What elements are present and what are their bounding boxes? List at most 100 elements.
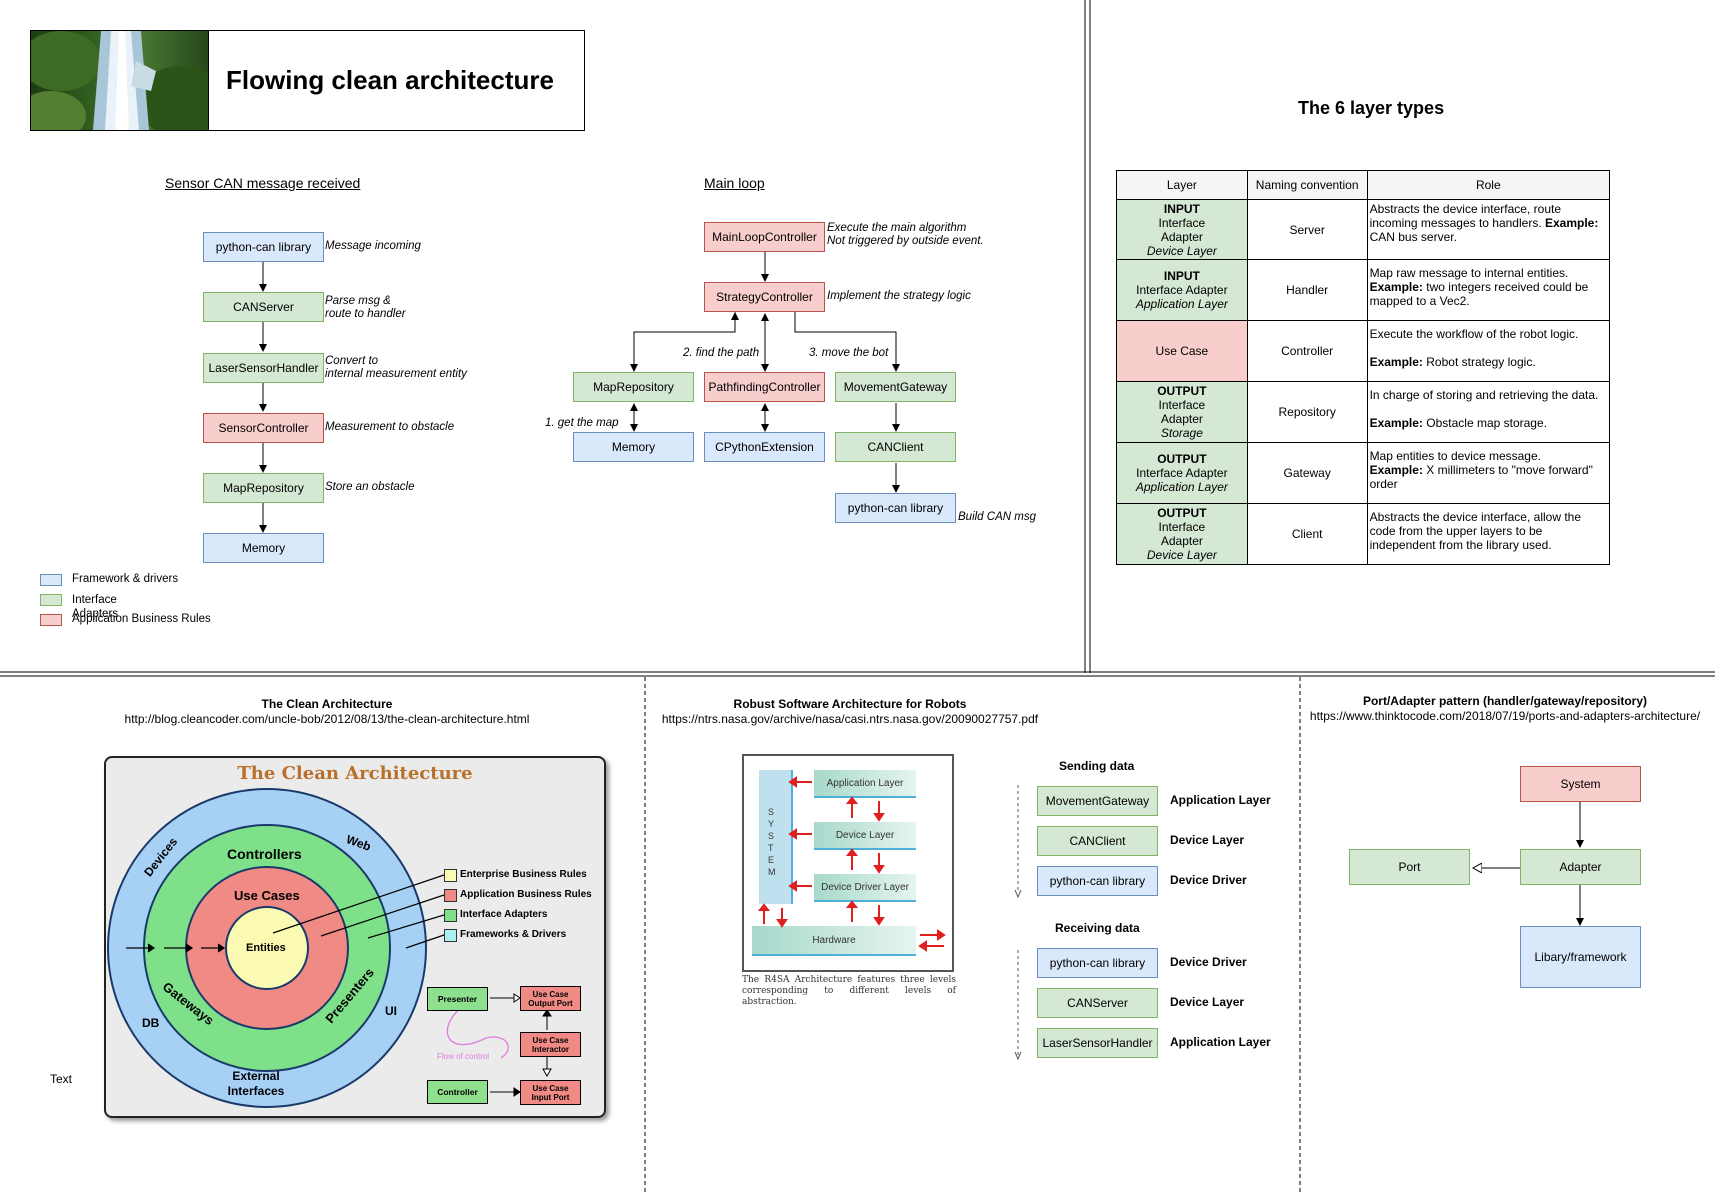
ring-label-external: External Interfaces [227, 1069, 285, 1098]
table-row: Use Case Controller Execute the workflow… [1116, 320, 1611, 382]
ring-label-db: DB [142, 1016, 160, 1030]
role-cell: Map raw message to internal entities.Exa… [1366, 259, 1611, 321]
ca-legend-0: Enterprise Business Rules [460, 869, 587, 880]
table-row: INPUT Interface Adapter Device Layer Ser… [1116, 199, 1611, 260]
ml-node-map-repo: MapRepository [573, 372, 694, 402]
ml-node-strategy: StrategyController [704, 282, 825, 312]
recv-layer-0: Device Driver [1170, 955, 1247, 969]
send-layer-1: Device Layer [1170, 833, 1245, 847]
ml-node-canclient: CANClient [835, 432, 956, 462]
legend-item-interface: Interface Adapters [72, 594, 119, 620]
legend-item-application: Application Business Rules [72, 613, 211, 625]
pa-library: Libary/framework [1520, 926, 1641, 988]
send-node-2: python-can library [1037, 866, 1158, 896]
col-header-layer: Layer [1116, 170, 1248, 200]
layer-types-table: Layer Naming convention Role INPUT Inter… [1116, 170, 1611, 565]
ring-label-entities: Entities [246, 942, 286, 954]
waterfall-illustration [31, 31, 208, 130]
sensor-note-0: Message incoming [325, 240, 421, 252]
role-cell: Abstracts the device interface, route in… [1366, 199, 1611, 260]
sending-title: Sending data [1059, 759, 1135, 773]
role-cell: Map entities to device message.Example: … [1366, 442, 1611, 504]
ca-controller: Controller [427, 1080, 488, 1104]
col-header-role: Role [1366, 170, 1611, 200]
sensor-node-laser-handler: LaserSensorHandler [203, 353, 324, 383]
sensor-node-memory: Memory [203, 533, 324, 563]
send-layer-2: Device Driver [1170, 873, 1247, 887]
naming-cell: Repository [1246, 381, 1368, 443]
ml-note-move-bot: 3. move the bot [809, 347, 889, 359]
ml-node-memory: Memory [573, 432, 694, 462]
layer-cell: INPUT Interface Adapter Device Layer [1116, 199, 1248, 260]
ml-note-get-map: 1. get the map [545, 417, 619, 429]
r4sa-figure: SYSTEM Application Layer Device Layer De… [742, 754, 954, 972]
send-node-0: MovementGateway [1037, 786, 1158, 816]
send-node-1: CANClient [1037, 826, 1158, 856]
layer-cell: INPUT Interface Adapter Application Laye… [1116, 259, 1248, 321]
port-adapter-url: https://www.thinktocode.com/2018/07/19/p… [1309, 709, 1701, 723]
header-frame: Flowing clean architecture [30, 30, 585, 131]
ml-node-pathfinding: PathfindingController [704, 372, 825, 402]
pa-port: Port [1349, 849, 1470, 885]
ring-label-use-cases: Use Cases [234, 888, 300, 903]
recv-node-1: CANServer [1037, 988, 1158, 1018]
recv-node-2: LaserSensorHandler [1037, 1028, 1158, 1058]
waterfall-image [31, 31, 208, 130]
sensor-node-canserver: CANServer [203, 292, 324, 322]
r4sa-driver: Device Driver Layer [814, 874, 916, 902]
ca-flow-label: Flow of control [437, 1052, 490, 1061]
port-adapter-arrows [1300, 802, 1584, 926]
clean-arch-url: http://blog.cleancoder.com/uncle-bob/201… [124, 712, 530, 726]
robust-dashed-arrows [1014, 785, 1022, 1061]
sensor-note-3: Measurement to obstacle [325, 421, 455, 433]
naming-cell: Gateway [1246, 442, 1368, 504]
ca-output-port: Use Case Output Port [520, 986, 581, 1011]
sensor-note-1: Parse msg & route to handler [325, 295, 406, 320]
sensor-title: Sensor CAN message received [165, 175, 361, 191]
ml-node-movement: MovementGateway [835, 372, 956, 402]
clean-arch-image-title: The Clean Architecture [237, 763, 473, 784]
recv-layer-1: Device Layer [1170, 995, 1245, 1009]
clean-arch-rings [107, 788, 445, 1108]
ca-input-port: Use Case Input Port [520, 1080, 581, 1105]
sensor-arrows [259, 262, 267, 533]
col-header-naming: Naming convention [1246, 170, 1368, 200]
r4sa-hardware: Hardware [752, 926, 916, 956]
sensor-node-map-repo: MapRepository [203, 473, 324, 503]
send-layer-0: Application Layer [1170, 793, 1271, 807]
ca-flow-arrows [446, 993, 552, 1097]
layer-cell: OUTPUT Interface Adapter Device Layer [1116, 503, 1248, 565]
sensor-node-sensor-controller: SensorController [203, 413, 324, 443]
clean-arch-title: The Clean Architecture [261, 697, 393, 711]
ml-note-build: Build CAN msg [958, 511, 1036, 523]
layer-cell: OUTPUT Interface Adapter Application Lay… [1116, 442, 1248, 504]
layer-cell: OUTPUT Interface Adapter Storage [1116, 381, 1248, 443]
ca-legend-1: Application Business Rules [460, 889, 592, 900]
table-row: OUTPUT Interface Adapter Application Lay… [1116, 442, 1611, 504]
robust-url: https://ntrs.nasa.gov/archive/nasa/casi.… [661, 712, 1039, 726]
ml-node-main: MainLoopController [704, 222, 825, 252]
naming-cell: Controller [1246, 320, 1368, 382]
table-row: OUTPUT Interface Adapter Storage Reposit… [1116, 381, 1611, 443]
recv-node-0: python-can library [1037, 948, 1158, 978]
pa-adapter: Adapter [1520, 849, 1641, 885]
sensor-note-4: Store an obstacle [325, 481, 415, 493]
ring-label-ui: UI [385, 1004, 397, 1018]
role-cell: Execute the workflow of the robot logic.… [1366, 320, 1611, 382]
mainloop-title: Main loop [704, 175, 765, 191]
recv-layer-2: Application Layer [1170, 1035, 1271, 1049]
r4sa-caption: The R4SA Architecture features three lev… [742, 975, 956, 1007]
ml-node-pycan: python-can library [835, 493, 956, 523]
receiving-title: Receiving data [1055, 921, 1140, 935]
layer-cell: Use Case [1116, 320, 1248, 382]
r4sa-device: Device Layer [814, 822, 916, 850]
r4sa-system [759, 770, 793, 904]
layer-types-title: The 6 layer types [1298, 98, 1445, 118]
ml-node-cpython: CPythonExtension [704, 432, 825, 462]
stray-text: Text [50, 1072, 73, 1086]
role-cell: In charge of storing and retrieving the … [1366, 381, 1611, 443]
clean-arch-image: The Clean Architecture Devices Web DB UI… [104, 756, 606, 1118]
robust-title: Robust Software Architecture for Robots [733, 697, 967, 711]
legend-item-framework: Framework & drivers [72, 573, 179, 585]
